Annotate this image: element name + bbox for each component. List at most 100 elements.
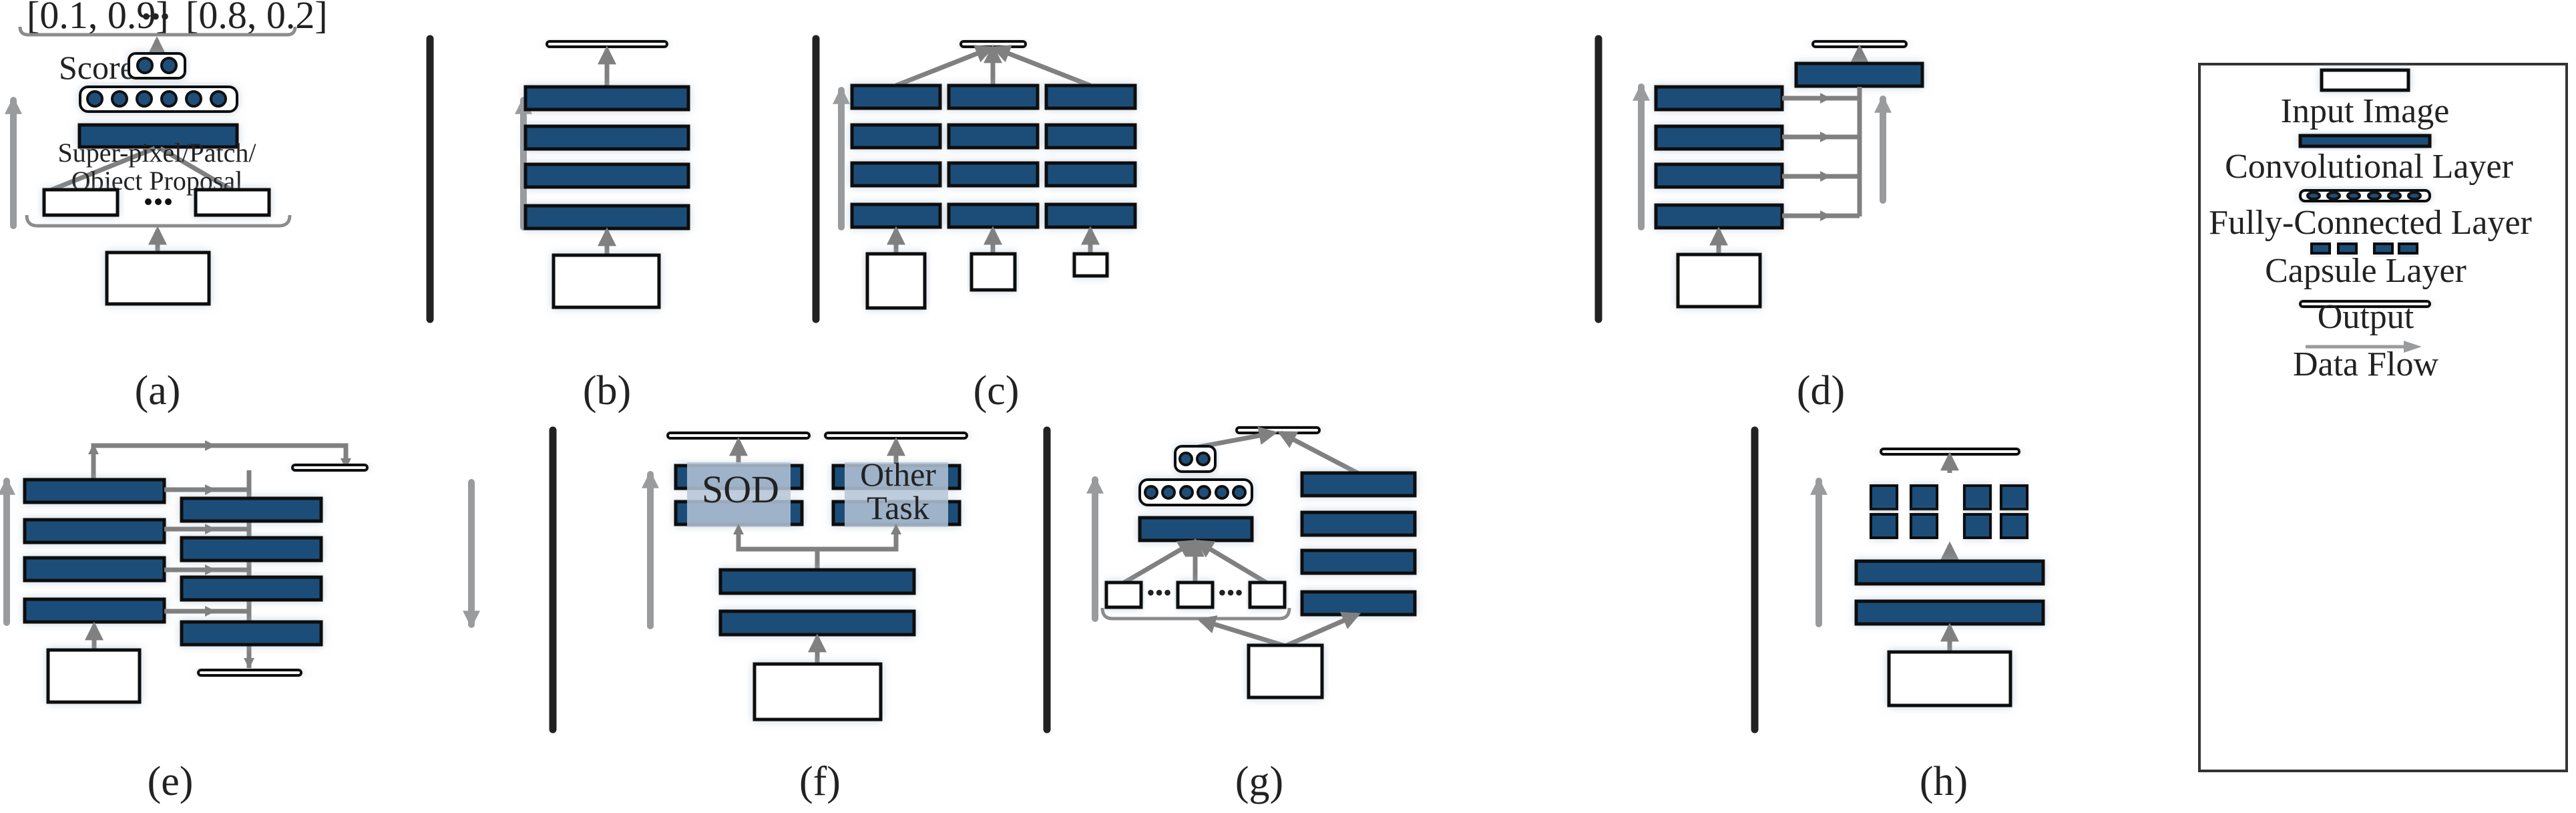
ellipsis: ••• <box>142 1 170 31</box>
scale-branch-3 <box>1044 84 1137 229</box>
encoder-layer <box>23 597 166 624</box>
capsule-layer-icon <box>2310 242 2418 255</box>
decoder-layer <box>180 620 323 647</box>
flow-arrow <box>1122 539 1197 586</box>
neuron <box>136 57 154 74</box>
input-image <box>753 662 883 721</box>
panel-f: SOD Other Task (f) <box>642 432 968 804</box>
legend-label: Convolutional Layer <box>2225 148 2513 186</box>
convolutional-layer <box>1654 162 1784 189</box>
convolutional-layer <box>523 124 690 151</box>
convolutional-layer <box>1138 516 1254 542</box>
input-image-medium <box>970 252 1017 292</box>
convolutional-layer <box>1300 471 1417 498</box>
input-image <box>1676 253 1762 309</box>
input-image-icon <box>2320 68 2410 92</box>
convolutional-layer <box>1654 85 1784 112</box>
panel-label: (h) <box>1920 759 1968 804</box>
decoder-layer <box>180 575 323 602</box>
convolutional-layer <box>523 85 690 112</box>
panel-h: (h) <box>1810 448 2045 804</box>
flow-arrow <box>991 45 1092 88</box>
legend-label: Output <box>2318 298 2414 336</box>
legend-frame <box>2198 63 2568 772</box>
input-image-large <box>865 252 927 310</box>
shared-to-sod <box>736 531 820 570</box>
convolutional-layer <box>1300 590 1417 617</box>
panel-label: (f) <box>799 759 841 804</box>
input-image <box>1247 643 1324 699</box>
legend-label: Data Flow <box>2293 345 2439 383</box>
panel-label: (c) <box>974 368 1020 414</box>
scale-branch-2 <box>947 84 1040 229</box>
legend-label: Capsule Layer <box>2265 252 2466 290</box>
decoder-layer <box>180 496 323 523</box>
panel-c: (c) <box>833 40 1137 414</box>
capsule-layer <box>1870 484 2028 539</box>
output <box>291 464 369 472</box>
flow-arrow <box>159 146 234 193</box>
output-icon <box>2299 300 2431 308</box>
convolutional-layer <box>77 123 239 149</box>
convolutional-layer <box>1854 559 2045 586</box>
patch-region <box>1176 581 1215 609</box>
convolutional-layer <box>1654 203 1784 230</box>
legend-item-data-flow: Data Flow <box>2293 341 2439 383</box>
panel-d: (d) <box>1633 40 1924 414</box>
output-sod <box>666 432 811 440</box>
convolutional-layer <box>1654 124 1784 151</box>
panel-b: (b) <box>515 40 690 414</box>
flow-arrow <box>49 146 156 193</box>
legend-label: Input Image <box>2281 92 2450 130</box>
output <box>959 40 1027 48</box>
ellipsis: ••• <box>1218 579 1243 606</box>
decoder-layer <box>180 536 323 562</box>
scale-branch-1 <box>850 84 942 229</box>
panel-separators <box>426 35 1759 734</box>
fc-neurons <box>86 90 227 108</box>
sod-head: SOD <box>674 462 804 527</box>
ellipsis: ••• <box>1146 579 1172 606</box>
score-vector-right: [0.8, 0.2] <box>186 0 328 37</box>
output-other-task <box>824 432 968 440</box>
legend-item-output: Output <box>2299 298 2431 336</box>
flow-arrow <box>1195 539 1269 586</box>
legend-item-convolutional-layer: Convolutional Layer <box>2225 134 2513 186</box>
flow-arrow <box>1284 612 1361 649</box>
flow-arrow <box>1197 615 1287 649</box>
input-image <box>552 253 661 309</box>
output <box>1880 448 2020 456</box>
input-image <box>46 648 142 704</box>
lateral-connections <box>164 484 249 617</box>
encoder-layer <box>23 556 166 583</box>
fc-neurons <box>1144 485 1247 500</box>
panel-label: (b) <box>583 368 631 414</box>
output <box>1811 40 1908 48</box>
proposal-label-line1: Super-pixel/Patch/ <box>58 138 257 168</box>
other-task-label-line1: Other <box>860 456 936 493</box>
input-image-small <box>1072 252 1109 278</box>
panel-label: (g) <box>1235 759 1283 804</box>
proposal-brace <box>25 214 292 228</box>
score-brace <box>18 26 297 37</box>
panel-label: (a) <box>135 368 181 414</box>
convolutional-layer <box>1300 510 1417 537</box>
encoder-layer <box>23 518 166 544</box>
panel-label: (d) <box>1797 368 1845 414</box>
other-task-label-line2: Task <box>867 489 929 526</box>
score-vector-left: [0.1, 0.9] <box>27 0 169 37</box>
encoder-layer <box>23 478 166 504</box>
other-task-head: Other Task <box>831 456 961 527</box>
convolutional-layer <box>1300 548 1417 575</box>
legend-item-capsule-layer: Capsule Layer <box>2265 242 2466 290</box>
output <box>197 669 302 677</box>
convolutional-layer <box>1854 599 2045 626</box>
sod-label: SOD <box>702 468 779 511</box>
output <box>1235 426 1321 434</box>
patch-region <box>1248 581 1287 609</box>
panel-g: ••• ••• (g) <box>1086 426 1417 804</box>
panel-a: [0.1, 0.9] ••• [0.8, 0.2] Score Super-pi… <box>5 0 328 414</box>
flow-arrow <box>895 45 995 88</box>
proposal-region <box>194 188 271 217</box>
